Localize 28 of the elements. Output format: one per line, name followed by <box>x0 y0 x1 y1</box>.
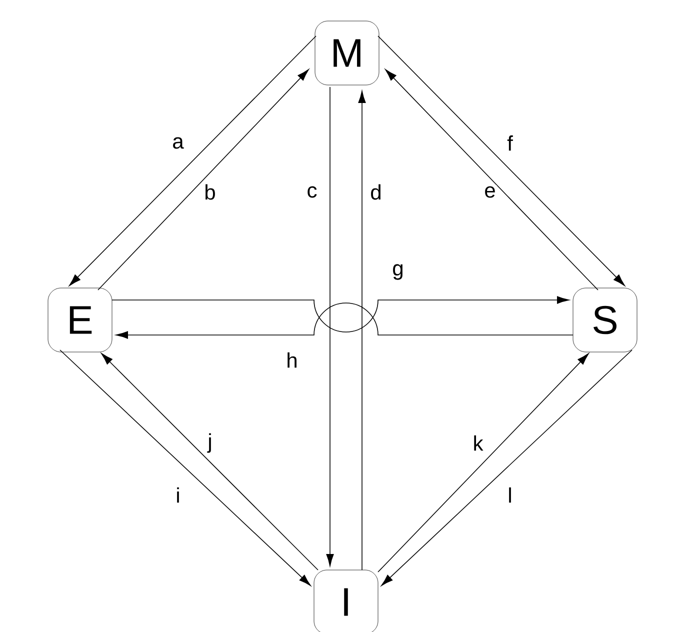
state-box: E <box>48 288 112 352</box>
arrow <box>60 350 311 586</box>
edge-label: g <box>391 263 405 281</box>
edge-label: j <box>206 432 214 454</box>
arrow <box>381 350 632 586</box>
arrow <box>358 90 366 570</box>
edge-label: d <box>369 183 383 201</box>
edge-label: e <box>483 185 497 199</box>
arrow <box>378 36 625 286</box>
arrow <box>112 296 570 332</box>
edge-label: k <box>472 434 484 452</box>
edge-label: h <box>285 351 299 369</box>
arrow <box>116 302 574 339</box>
arrow <box>101 353 318 570</box>
edge-label: i <box>174 486 182 504</box>
arrow <box>326 86 334 566</box>
arrow <box>378 353 589 572</box>
arrow <box>385 69 598 290</box>
state-box: I <box>314 570 378 632</box>
arrow <box>69 36 316 286</box>
arrow <box>98 69 309 290</box>
edge-label: b <box>203 183 217 201</box>
edge-label: l <box>506 486 514 504</box>
state-box: M <box>314 20 380 86</box>
edge-label: f <box>506 134 514 152</box>
state-box: S <box>572 288 638 352</box>
edge-label: c <box>306 185 318 199</box>
edge-label: a <box>171 136 185 150</box>
